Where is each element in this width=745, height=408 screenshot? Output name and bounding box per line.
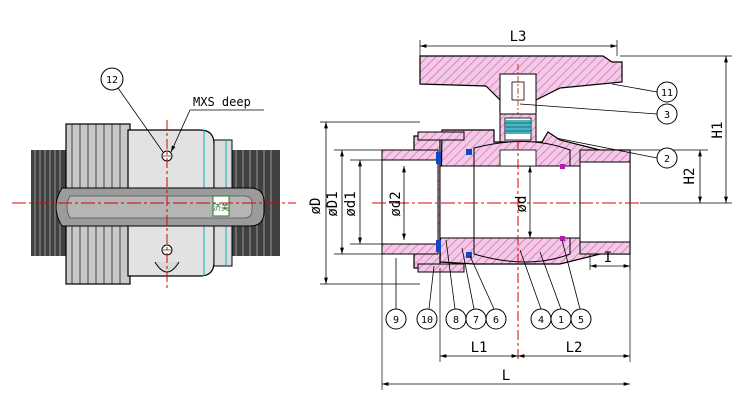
dim-H1-label: H1 bbox=[710, 122, 726, 139]
balloon-9-label: 9 bbox=[393, 315, 399, 326]
dim-d: ød bbox=[514, 166, 532, 238]
dim-L1-label: L1 bbox=[471, 340, 488, 356]
dim-L1-L2: L1 L2 bbox=[439, 254, 631, 362]
dim-D: øD bbox=[308, 121, 420, 285]
balloon-8: 8 bbox=[445, 239, 467, 330]
balloon-7: 7 bbox=[461, 247, 487, 330]
dim-D-label: øD bbox=[308, 198, 324, 215]
dim-d-label: ød bbox=[514, 196, 530, 213]
dim-d1: ød1 bbox=[343, 159, 382, 245]
balloon-9: 9 bbox=[385, 258, 407, 330]
balloon-4-label: 4 bbox=[538, 315, 544, 326]
balloon-10-label: 10 bbox=[421, 315, 433, 326]
mxs-deep-label: MXS deep bbox=[193, 95, 251, 109]
dim-I-label: I bbox=[604, 250, 612, 266]
stem-section bbox=[499, 113, 537, 145]
balloon-6: 6 bbox=[469, 255, 507, 330]
balloon-7-label: 7 bbox=[473, 315, 479, 326]
balloon-10: 10 bbox=[416, 265, 438, 330]
dim-D1-label: øD1 bbox=[325, 191, 341, 216]
dim-L3-label: L3 bbox=[510, 29, 527, 45]
balloon-12: 12 bbox=[100, 67, 164, 153]
handle-top: 济美 bbox=[55, 187, 265, 227]
brand-logo: 济美 bbox=[213, 202, 229, 212]
dim-L3: L3 bbox=[419, 29, 618, 56]
body-section bbox=[439, 129, 631, 265]
dim-D1: øD1 bbox=[325, 149, 382, 255]
balloon-12-label: 12 bbox=[106, 75, 118, 86]
handle-section bbox=[419, 55, 623, 120]
balloon-4: 4 bbox=[519, 249, 552, 330]
balloon-11-label: 11 bbox=[661, 88, 673, 99]
balloon-3-label: 3 bbox=[664, 110, 670, 121]
balloon-6-label: 6 bbox=[493, 315, 499, 326]
balloon-2: 2 bbox=[555, 137, 678, 169]
balloon-8-label: 8 bbox=[453, 315, 459, 326]
balloon-2-label: 2 bbox=[664, 154, 670, 165]
union-section bbox=[381, 131, 475, 273]
mxs-note: MXS deep bbox=[170, 95, 264, 153]
dim-H1: H1 bbox=[620, 55, 732, 204]
balloon-5-label: 5 bbox=[578, 315, 584, 326]
dim-L2-label: L2 bbox=[566, 340, 583, 356]
dim-H2-label: H2 bbox=[682, 168, 698, 185]
balloon-3: 3 bbox=[519, 103, 678, 125]
dim-L-label: L bbox=[502, 368, 510, 384]
balloon-5: 5 bbox=[561, 239, 592, 330]
dim-d1-label: ød1 bbox=[343, 191, 359, 216]
dim-d2: ød2 bbox=[388, 166, 406, 240]
balloon-1-label: 1 bbox=[558, 315, 564, 326]
dim-d2-label: ød2 bbox=[388, 191, 404, 216]
top-view: 济美 MXS deep 12 bbox=[12, 67, 296, 290]
balloon-11: 11 bbox=[611, 81, 678, 103]
dim-L: L bbox=[381, 254, 630, 390]
section-view: L3 H1 H2 I øD bbox=[308, 29, 732, 390]
